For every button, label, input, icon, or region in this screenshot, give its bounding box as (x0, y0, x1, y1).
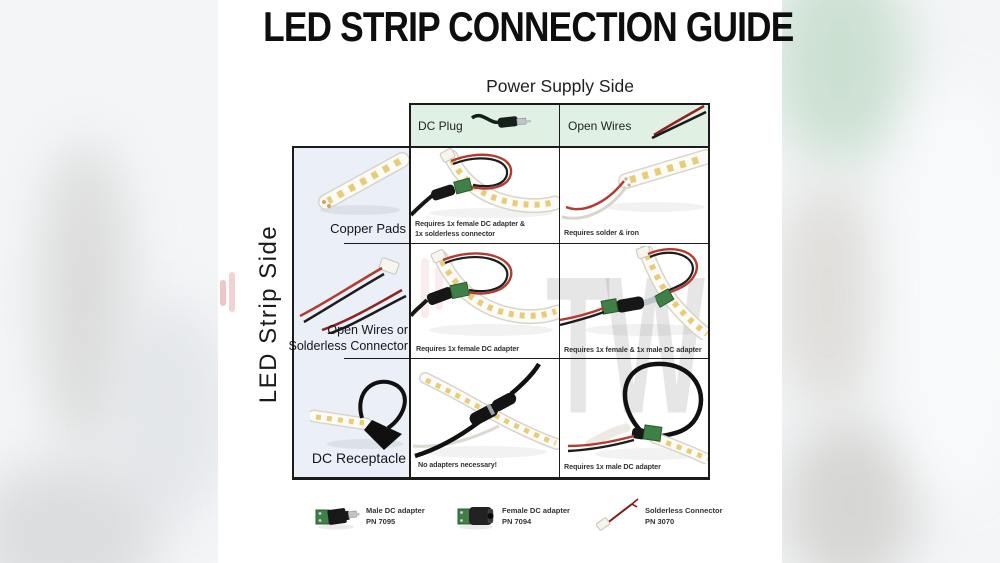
legend-part-number: PN 7095 (366, 517, 396, 526)
column-axis-label: Power Supply Side (486, 76, 634, 96)
row-label-line: Solderless Connector (288, 339, 408, 353)
legend-name: Female DC adapter (502, 506, 570, 515)
legend-name: Solderless Connector (645, 506, 723, 515)
column-header-dc-plug: DC Plug (418, 119, 463, 133)
watermark-bar (421, 258, 429, 318)
row-axis-label: LED Strip Side (255, 224, 282, 404)
grid-line (409, 103, 411, 480)
legend-item-female-dc-adapter: Female DC adapter PN 7094 (502, 505, 570, 527)
grid-line (292, 146, 294, 480)
background-blur-right-gray1 (775, 180, 880, 410)
cell-photo-copper-pads-dc-plug (411, 147, 559, 218)
watermark-bar (229, 272, 235, 312)
dc-plug-photo (470, 113, 532, 128)
grid-line (344, 358, 410, 359)
row-label-line: Open Wires or (327, 323, 408, 337)
grid-line (292, 146, 710, 148)
grid-line (559, 103, 560, 480)
cell-photo-receptacle-dc-plug (412, 362, 559, 459)
open-wires-solderless-photo (299, 257, 407, 334)
cell-caption: No adapters necessary! (418, 460, 497, 469)
legend-item-male-dc-adapter: Male DC adapter PN 7095 (366, 505, 425, 527)
solderless-connector-icon (596, 498, 639, 531)
caption-line: Requires 1x female DC adapter & (415, 219, 525, 228)
row-label-open-wires-solderless: Open Wires or Solderless Connector (286, 322, 408, 354)
guide-panel: TW LED STRIP CONNECTION GUIDE Power Supp… (218, 0, 794, 563)
row-label-copper-pads: Copper Pads (330, 221, 406, 236)
row-label-dc-receptacle: DC Receptacle (311, 450, 406, 466)
male-dc-adapter-icon (315, 508, 360, 530)
page-title: LED STRIP CONNECTION GUIDE (263, 3, 794, 50)
cell-caption: Requires 1x female DC adapter (416, 344, 519, 353)
grid-line (344, 243, 410, 244)
copper-pads-strip-photo (318, 152, 410, 215)
legend-part-number: PN 3070 (645, 517, 675, 526)
grid-line (708, 103, 710, 480)
background-blur-right-white (895, 80, 1000, 500)
background-blur-right-gray2 (782, 420, 917, 563)
cell-photo-copper-pads-open-wires (561, 149, 709, 220)
open-wires-photo (651, 104, 707, 140)
cell-caption: Requires 1x male DC adapter (564, 462, 661, 471)
female-dc-adapter-icon (457, 507, 494, 530)
cell-caption: Requires 1x female DC adapter & 1x solde… (415, 219, 525, 239)
background-blur-green-right (770, 0, 910, 165)
dc-receptacle-photo (310, 379, 407, 450)
caption-line: 1x solderless connector (415, 229, 495, 238)
column-header-open-wires: Open Wires (568, 119, 632, 133)
cell-photo-open-wires-open-wires (560, 246, 709, 340)
legend-item-solderless-connector: Solderless Connector PN 3070 (645, 505, 723, 527)
cell-photo-receptacle-open-wires (567, 361, 709, 464)
cell-photo-open-wires-dc-plug (411, 249, 559, 336)
watermark-bar (220, 280, 226, 306)
watermark-bar (435, 266, 443, 310)
tw-watermark: TW (546, 236, 705, 455)
cell-caption: Requires solder & iron (564, 228, 639, 237)
grid-line (292, 477, 710, 480)
legend-name: Male DC adapter (366, 506, 425, 515)
cell-caption: Requires 1x female & 1x male DC adapter (564, 345, 702, 354)
legend-part-number: PN 7094 (502, 517, 532, 526)
header-row-background (410, 104, 710, 146)
